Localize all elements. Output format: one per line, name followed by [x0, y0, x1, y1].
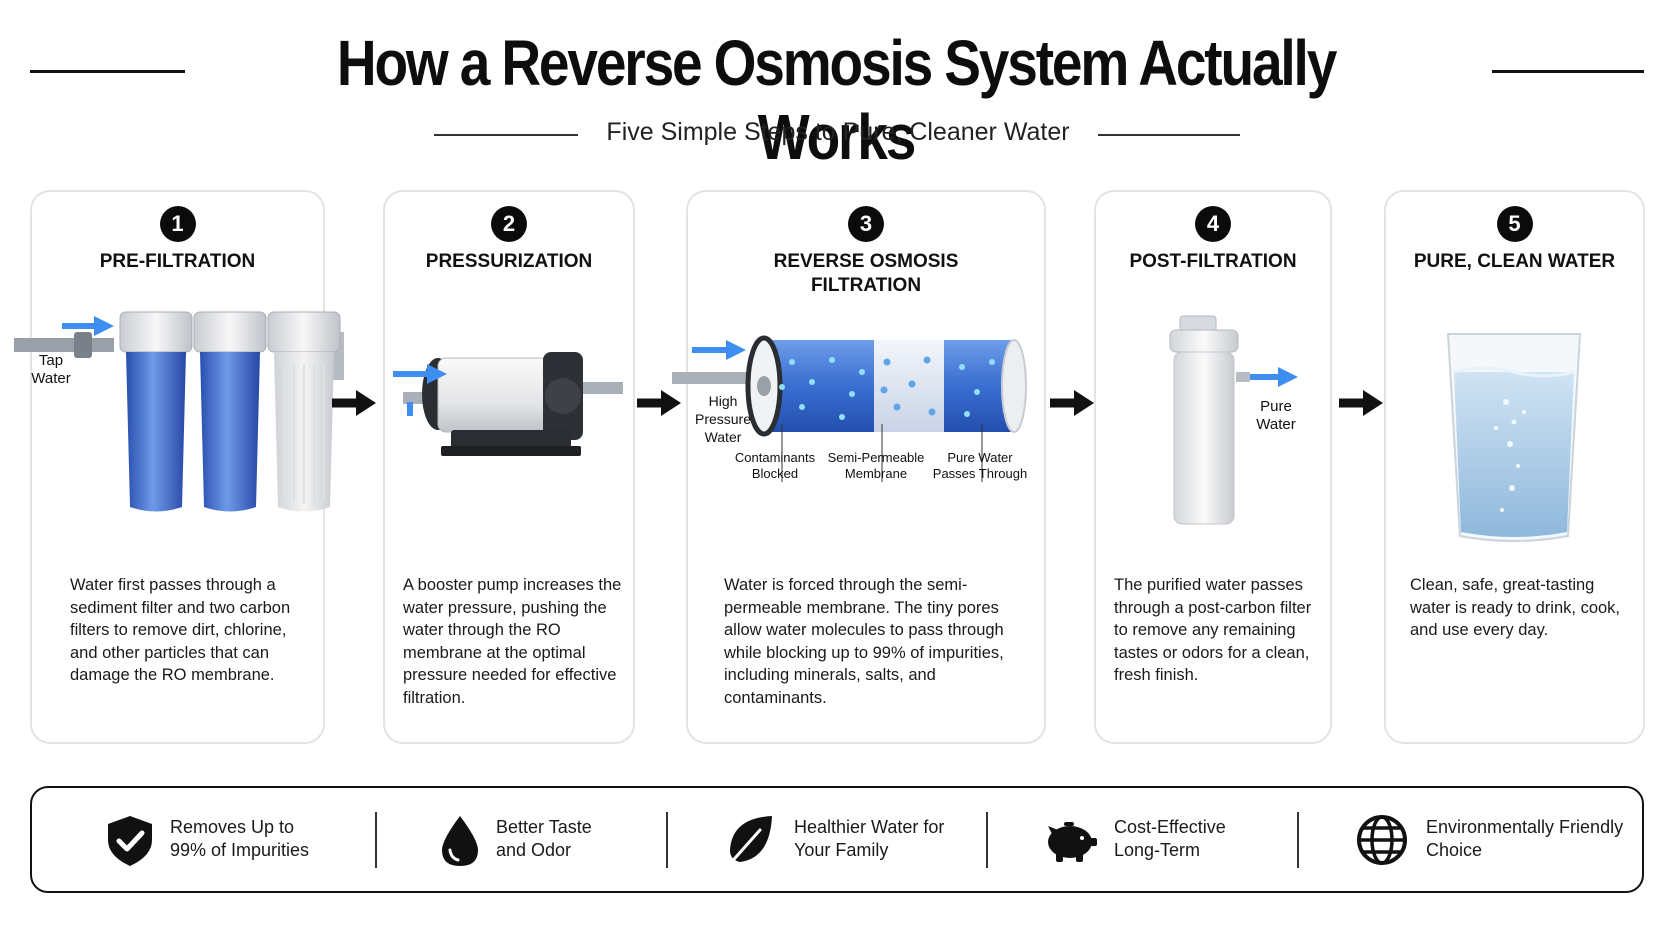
step-number-badge: 3 — [848, 206, 884, 242]
callout-contaminants-blocked: Contaminants Blocked — [734, 450, 816, 481]
step-title: PURE, CLEAN WATER — [1413, 251, 1616, 272]
benefit-divider — [375, 812, 377, 868]
globe-icon — [1357, 815, 1407, 865]
benefit-divider — [986, 812, 988, 868]
pre-filter-housings-illustration — [14, 311, 344, 512]
title-rule-right — [1492, 70, 1644, 73]
step-description: Water is forced through the semi-permeab… — [724, 576, 1004, 707]
step-title: PRESSURIZATION — [425, 251, 593, 272]
page-title: How a Reverse Osmosis System Actually Wo… — [336, 27, 1337, 173]
flow-arrow-3 — [1048, 388, 1098, 418]
booster-pump-illustration — [393, 352, 623, 456]
water-bubbles — [1494, 399, 1526, 512]
step-description: A booster pump increases the water press… — [403, 576, 622, 707]
high-pressure-water-label: High Pressure Water — [694, 393, 752, 445]
step-description: The purified water passes through a post… — [1114, 576, 1312, 684]
step-title: PRE-FILTRATION — [99, 251, 256, 272]
post-carbon-filter-illustration — [1169, 315, 1298, 525]
water-glass-illustration — [1446, 333, 1582, 542]
tap-water-label: Tap Water — [31, 352, 71, 387]
water-drop-icon — [442, 816, 478, 866]
shield-check-icon — [108, 816, 152, 866]
step-number-badge: 4 — [1195, 206, 1231, 242]
subtitle-row: Five Simple Steps to Pure, Cleaner Water — [0, 118, 1672, 154]
leaf-icon — [726, 816, 772, 868]
flow-arrow-4 — [1337, 388, 1387, 418]
sediment-filter — [119, 311, 193, 512]
step-number-badge: 1 — [159, 206, 196, 242]
title-row: How a Reverse Osmosis System Actually Wo… — [0, 22, 1672, 173]
callout-semi-permeable-membrane: Semi-Permeable Membrane — [827, 450, 925, 481]
flow-arrow-2 — [635, 388, 685, 418]
benefit-divider — [666, 812, 668, 868]
benefit-divider — [1297, 812, 1299, 868]
step-card-reverse-osmosis: 3 REVERSE OSMOSIS FILTRATION — [672, 190, 1046, 744]
title-rule-left — [30, 70, 185, 73]
step-card-post-filtration: 4 POST-FILTRATION Pure Water The purifie… — [1094, 190, 1332, 744]
carbon-filter-2 — [267, 311, 341, 512]
subtitle-rule-left — [434, 134, 578, 136]
piggy-bank-icon — [1048, 822, 1097, 862]
water-molecules — [779, 357, 995, 420]
page-subtitle: Five Simple Steps to Pure, Cleaner Water — [606, 118, 1070, 146]
step-card-pre-filtration: 1 PRE-FILTRATION — [14, 190, 344, 744]
pure-water-label: Pure Water — [1256, 398, 1296, 433]
ro-membrane-illustration — [672, 335, 1027, 482]
step-title: POST-FILTRATION — [1129, 251, 1297, 272]
flow-arrow-1 — [330, 388, 380, 418]
step-card-pressurization: 2 PRESSURIZATION A booster pump increase… — [383, 190, 635, 744]
step-number-badge: 2 — [491, 206, 527, 242]
step-number-badge: 5 — [1496, 206, 1533, 242]
carbon-filter-1 — [193, 311, 267, 512]
blocked-contaminants — [880, 356, 936, 416]
step-title: REVERSE OSMOSIS FILTRATION — [773, 251, 959, 296]
subtitle-rule-right — [1098, 134, 1240, 136]
step-description: Clean, safe, great-tasting water is read… — [1410, 576, 1621, 639]
step-card-pure-clean-water: 5 PURE, CLEAN WATER Clean, safe, great-t… — [1384, 190, 1645, 744]
callout-pure-water-passes-through: Pure Water Passes Through — [932, 450, 1028, 481]
step-description: Water first passes through a sediment fi… — [70, 576, 291, 684]
